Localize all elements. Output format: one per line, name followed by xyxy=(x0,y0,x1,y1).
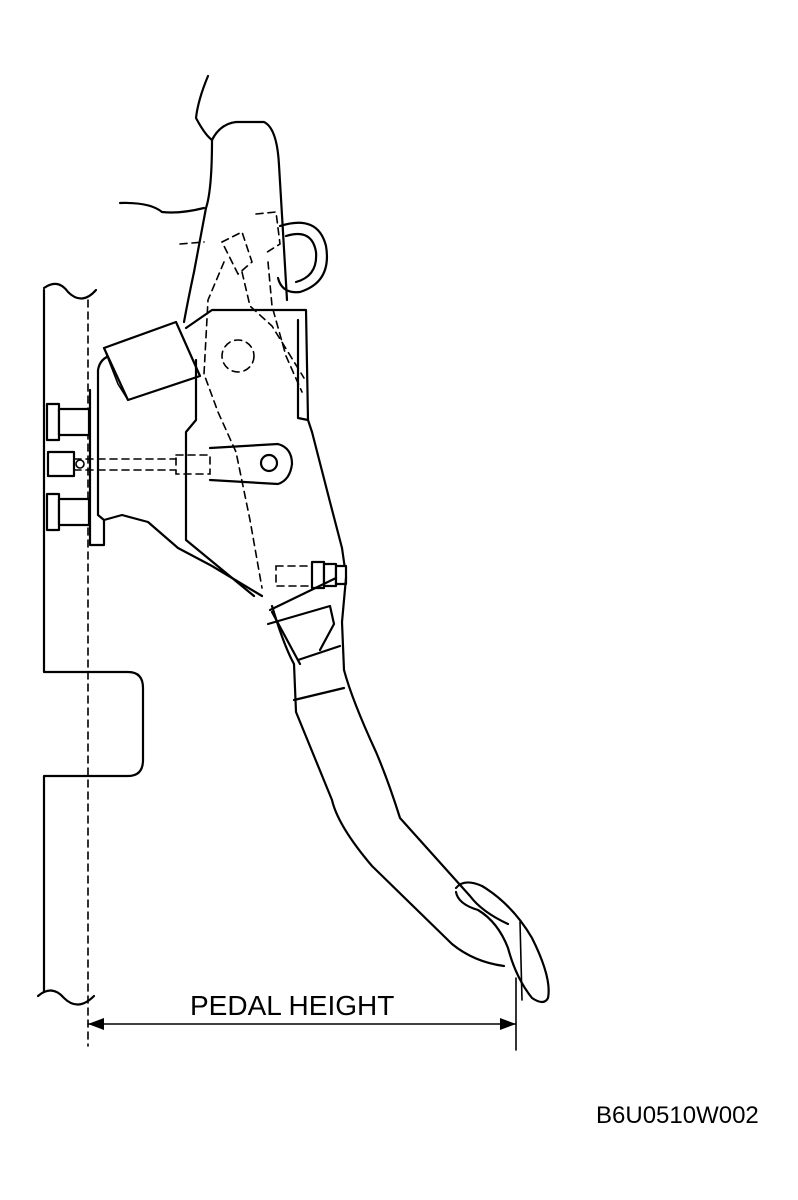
mounting-bolts xyxy=(45,402,91,532)
hidden-pedal-arm xyxy=(179,211,305,589)
pedal-height-label: PEDAL HEIGHT xyxy=(190,990,394,1021)
brake-switch xyxy=(102,320,202,402)
pedal-height-dimension: PEDAL HEIGHT xyxy=(87,977,517,1051)
stop-bolt xyxy=(275,560,348,590)
mounting-flange xyxy=(88,353,114,547)
figure-code: B6U0510W002 xyxy=(596,1102,759,1129)
brake-pedal xyxy=(266,576,550,1004)
pedal-bracket xyxy=(102,308,348,598)
pushrod xyxy=(73,442,294,486)
upper-structure xyxy=(118,74,289,324)
return-spring xyxy=(276,221,328,294)
